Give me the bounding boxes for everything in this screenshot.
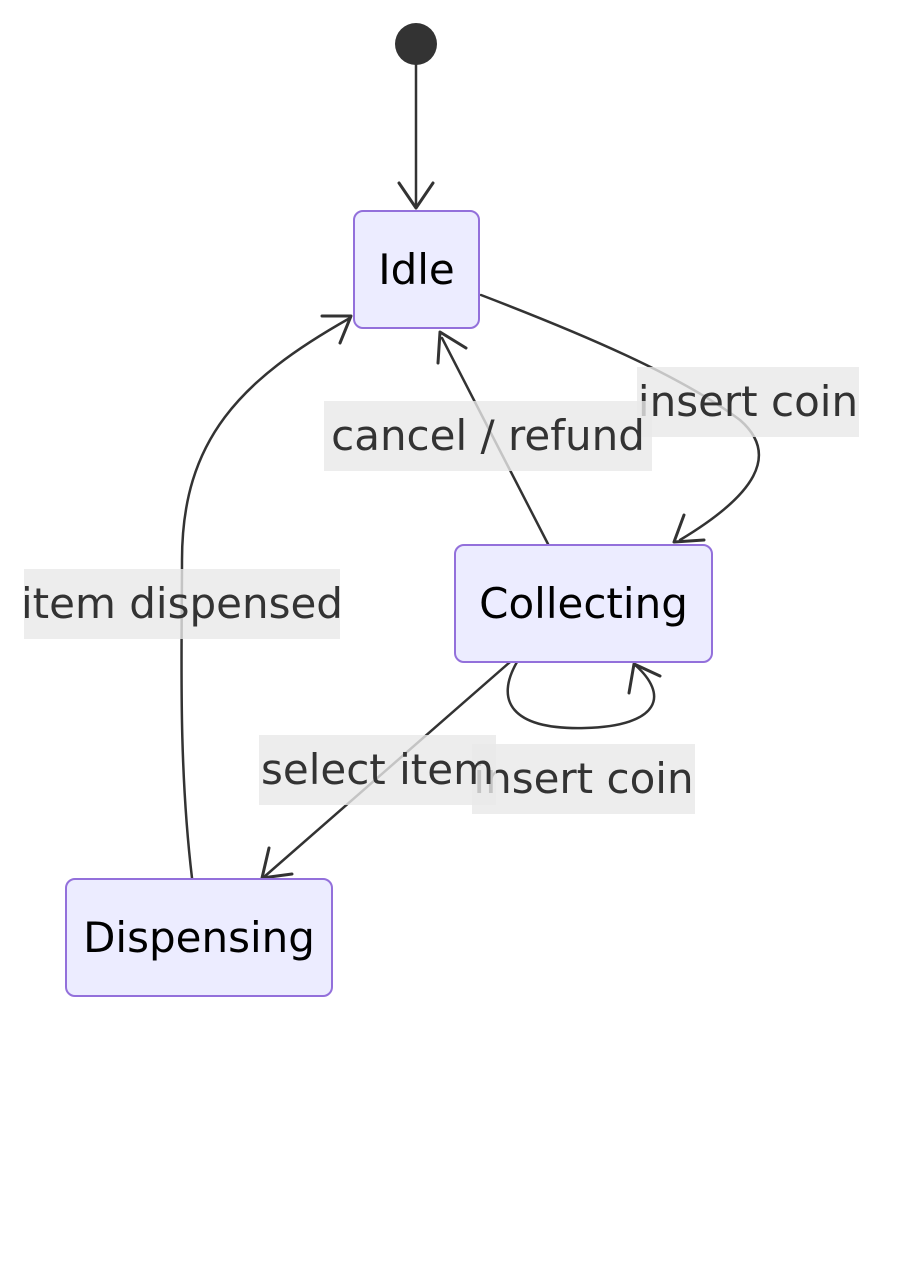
state-collecting: Collecting	[454, 544, 713, 663]
state-idle-label: Idle	[378, 245, 455, 294]
edge-dispensing-to-idle	[180, 314, 353, 880]
edge-label-collecting-to-dispensing: select item	[259, 735, 496, 805]
edge-label-dispensing-to-idle-text: item dispensed	[21, 579, 343, 628]
edge-label-dispensing-to-idle: item dispensed	[21, 569, 343, 639]
edge-label-collecting-self: insert coin	[472, 744, 695, 814]
edge-start-to-idle	[397, 60, 435, 210]
start-node	[395, 23, 437, 65]
state-idle: Idle	[353, 210, 480, 329]
edge-label-idle-to-collecting-text: insert coin	[638, 377, 858, 426]
state-collecting-label: Collecting	[479, 579, 688, 628]
state-dispensing: Dispensing	[65, 878, 333, 997]
edge-label-collecting-self-text: insert coin	[473, 754, 693, 803]
edge-labels: insert coin cancel / refund insert coin …	[21, 367, 859, 814]
edge-label-collecting-to-idle-text: cancel / refund	[331, 411, 645, 460]
states: Idle Collecting Dispensing	[65, 210, 713, 997]
edge-collecting-self	[506, 660, 662, 730]
edge-label-idle-to-collecting: insert coin	[637, 367, 859, 437]
edge-label-collecting-to-dispensing-text: select item	[261, 745, 494, 794]
edge-label-collecting-to-idle: cancel / refund	[324, 401, 652, 471]
state-dispensing-label: Dispensing	[83, 913, 315, 962]
